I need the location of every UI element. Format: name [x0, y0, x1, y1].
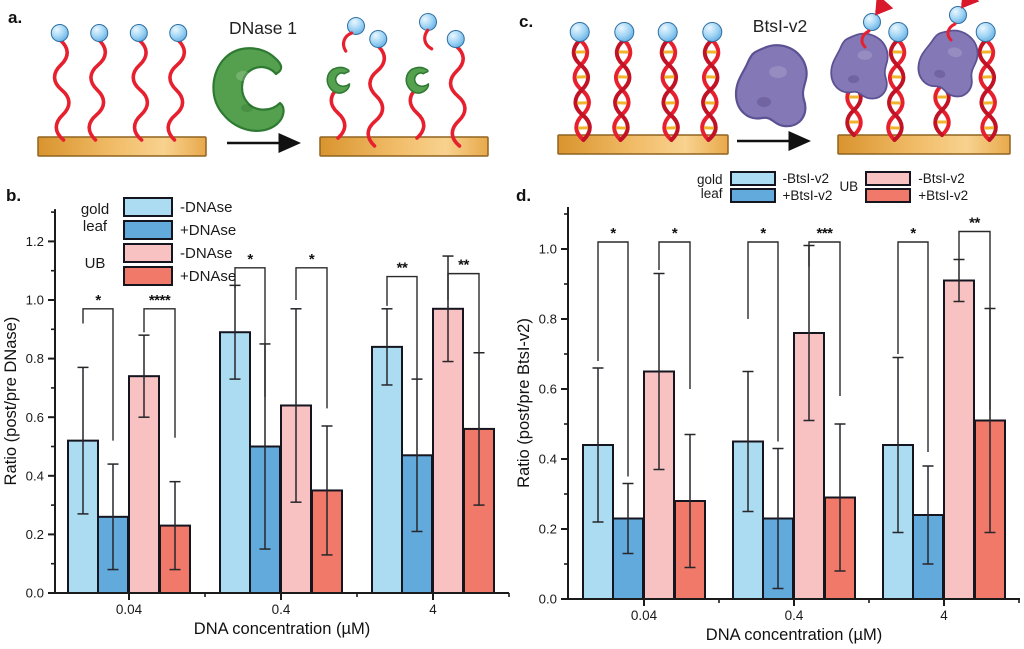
x-axis-label: DNA concentration (µM)	[194, 620, 370, 638]
significance-stars: **	[969, 215, 980, 232]
y-tick-label: 0.6	[539, 382, 557, 397]
gold-surface	[319, 136, 489, 157]
significance-bracket	[295, 267, 328, 409]
legend-entry: -BtsI-v2	[782, 171, 830, 186]
significance-bracket	[82, 308, 114, 441]
x-tick-label: 4	[429, 602, 437, 617]
legend-group-ub: UB	[84, 255, 106, 273]
panel-a-after	[319, 10, 489, 157]
y-tick-label: 0.8	[26, 351, 44, 366]
significance-bracket	[386, 275, 418, 380]
dnase-label: DNase 1	[229, 18, 297, 38]
legend-swatch-goldleaf-plus	[729, 188, 776, 203]
legend-entry: -DNAse	[180, 244, 233, 262]
significance-bracket	[143, 308, 176, 438]
legend-swatch-ub-plus	[123, 266, 173, 286]
significance-stars: *	[910, 225, 916, 242]
y-tick-label: 1.2	[26, 234, 44, 249]
legend-entry: -DNAse	[180, 198, 233, 216]
significance-bracket	[897, 241, 929, 452]
schematic-illustrations: DNase 1 BtsI-v2	[37, 0, 1011, 157]
significance-bracket	[808, 241, 841, 396]
significance-stars: *	[610, 225, 616, 242]
x-tick-label: 0.04	[631, 608, 658, 623]
gold-surface	[837, 134, 1011, 155]
legend-group-ub: UB	[839, 178, 859, 194]
legend-swatch-goldleaf-minus	[729, 171, 776, 186]
significance-stars: **	[397, 260, 408, 277]
panel-c-after	[830, 0, 1011, 155]
y-tick-label: 1.0	[26, 293, 44, 308]
bar-d-g0-s1	[612, 517, 644, 600]
x-tick-label: 0.4	[272, 602, 291, 617]
legend-group-gold-leaf: gold leaf	[697, 171, 723, 201]
panel-label-d: d.	[516, 186, 532, 205]
y-tick-label: 1.0	[539, 242, 557, 257]
panel-label-a: a.	[8, 8, 23, 27]
y-tick-label: 0.2	[26, 527, 44, 542]
significance-bracket	[747, 241, 779, 442]
y-tick-label: 0.4	[26, 468, 44, 483]
panel-a-before	[37, 24, 207, 157]
legend-entry: +BtsI-v2	[918, 188, 969, 203]
legend-entry: -BtsI-v2	[918, 171, 965, 186]
significance-stars: **	[458, 257, 469, 274]
y-tick-label: 0.2	[539, 522, 557, 537]
significance-stars: *	[672, 225, 678, 242]
btsi-enzyme-icon	[734, 44, 808, 128]
btsi-label: BtsI-v2	[753, 16, 807, 36]
y-tick-label: 0.6	[26, 410, 44, 425]
legend-swatch-goldleaf-plus	[123, 220, 173, 240]
legend-swatch-ub-minus	[865, 171, 912, 186]
panel-label-b: b.	[6, 186, 22, 205]
x-tick-label: 4	[940, 608, 948, 623]
bar-b-g0-s2	[128, 375, 160, 594]
legend-swatch-ub-plus	[865, 188, 912, 203]
significance-bracket	[234, 267, 266, 397]
x-tick-label: 0.04	[116, 602, 143, 617]
panel-label-c: c.	[519, 12, 534, 31]
significance-bracket	[658, 241, 691, 389]
panel-c-before	[557, 22, 729, 155]
significance-stars: *	[95, 292, 101, 309]
significance-bracket	[597, 241, 629, 477]
y-tick-label: 0.0	[539, 592, 557, 607]
y-axis-label: Ratio (post/pre DNase)	[2, 317, 20, 486]
legend-btsi: gold leaf -BtsI-v2 +BtsI-v2 UB -BtsI-v2 …	[697, 171, 968, 203]
legend-dnase: gold leaf -DNAse +DNAse UB -DNAse +DNAse	[74, 196, 236, 287]
significance-stars: ***	[816, 225, 833, 242]
x-tick-label: 0.4	[785, 608, 804, 623]
significance-stars: *	[760, 225, 766, 242]
y-tick-label: 0.8	[539, 312, 557, 327]
legend-swatch-goldleaf-minus	[123, 197, 173, 217]
x-axis-label: DNA concentration (µM)	[706, 626, 882, 644]
significance-stars: *	[309, 251, 315, 268]
significance-stars: *	[247, 251, 253, 268]
y-axis-label: Ratio (post/pre BtsI-v2)	[515, 318, 533, 488]
legend-entry: +DNAse	[180, 267, 237, 285]
y-tick-label: 0.4	[539, 452, 557, 467]
significance-bracket	[958, 230, 991, 410]
legend-entry: +DNAse	[180, 221, 237, 239]
legend-swatch-ub-minus	[123, 243, 173, 263]
significance-stars: ****	[149, 292, 171, 309]
legend-entry: +BtsI-v2	[782, 188, 833, 203]
legend-group-gold-leaf: gold leaf	[80, 201, 110, 235]
y-tick-label: 0.0	[26, 586, 44, 601]
gold-surface	[37, 136, 207, 157]
dnase-enzyme-icon	[212, 47, 285, 132]
bar-d-g2-s2	[943, 279, 975, 600]
significance-bracket	[447, 272, 480, 353]
gold-surface	[557, 134, 729, 155]
